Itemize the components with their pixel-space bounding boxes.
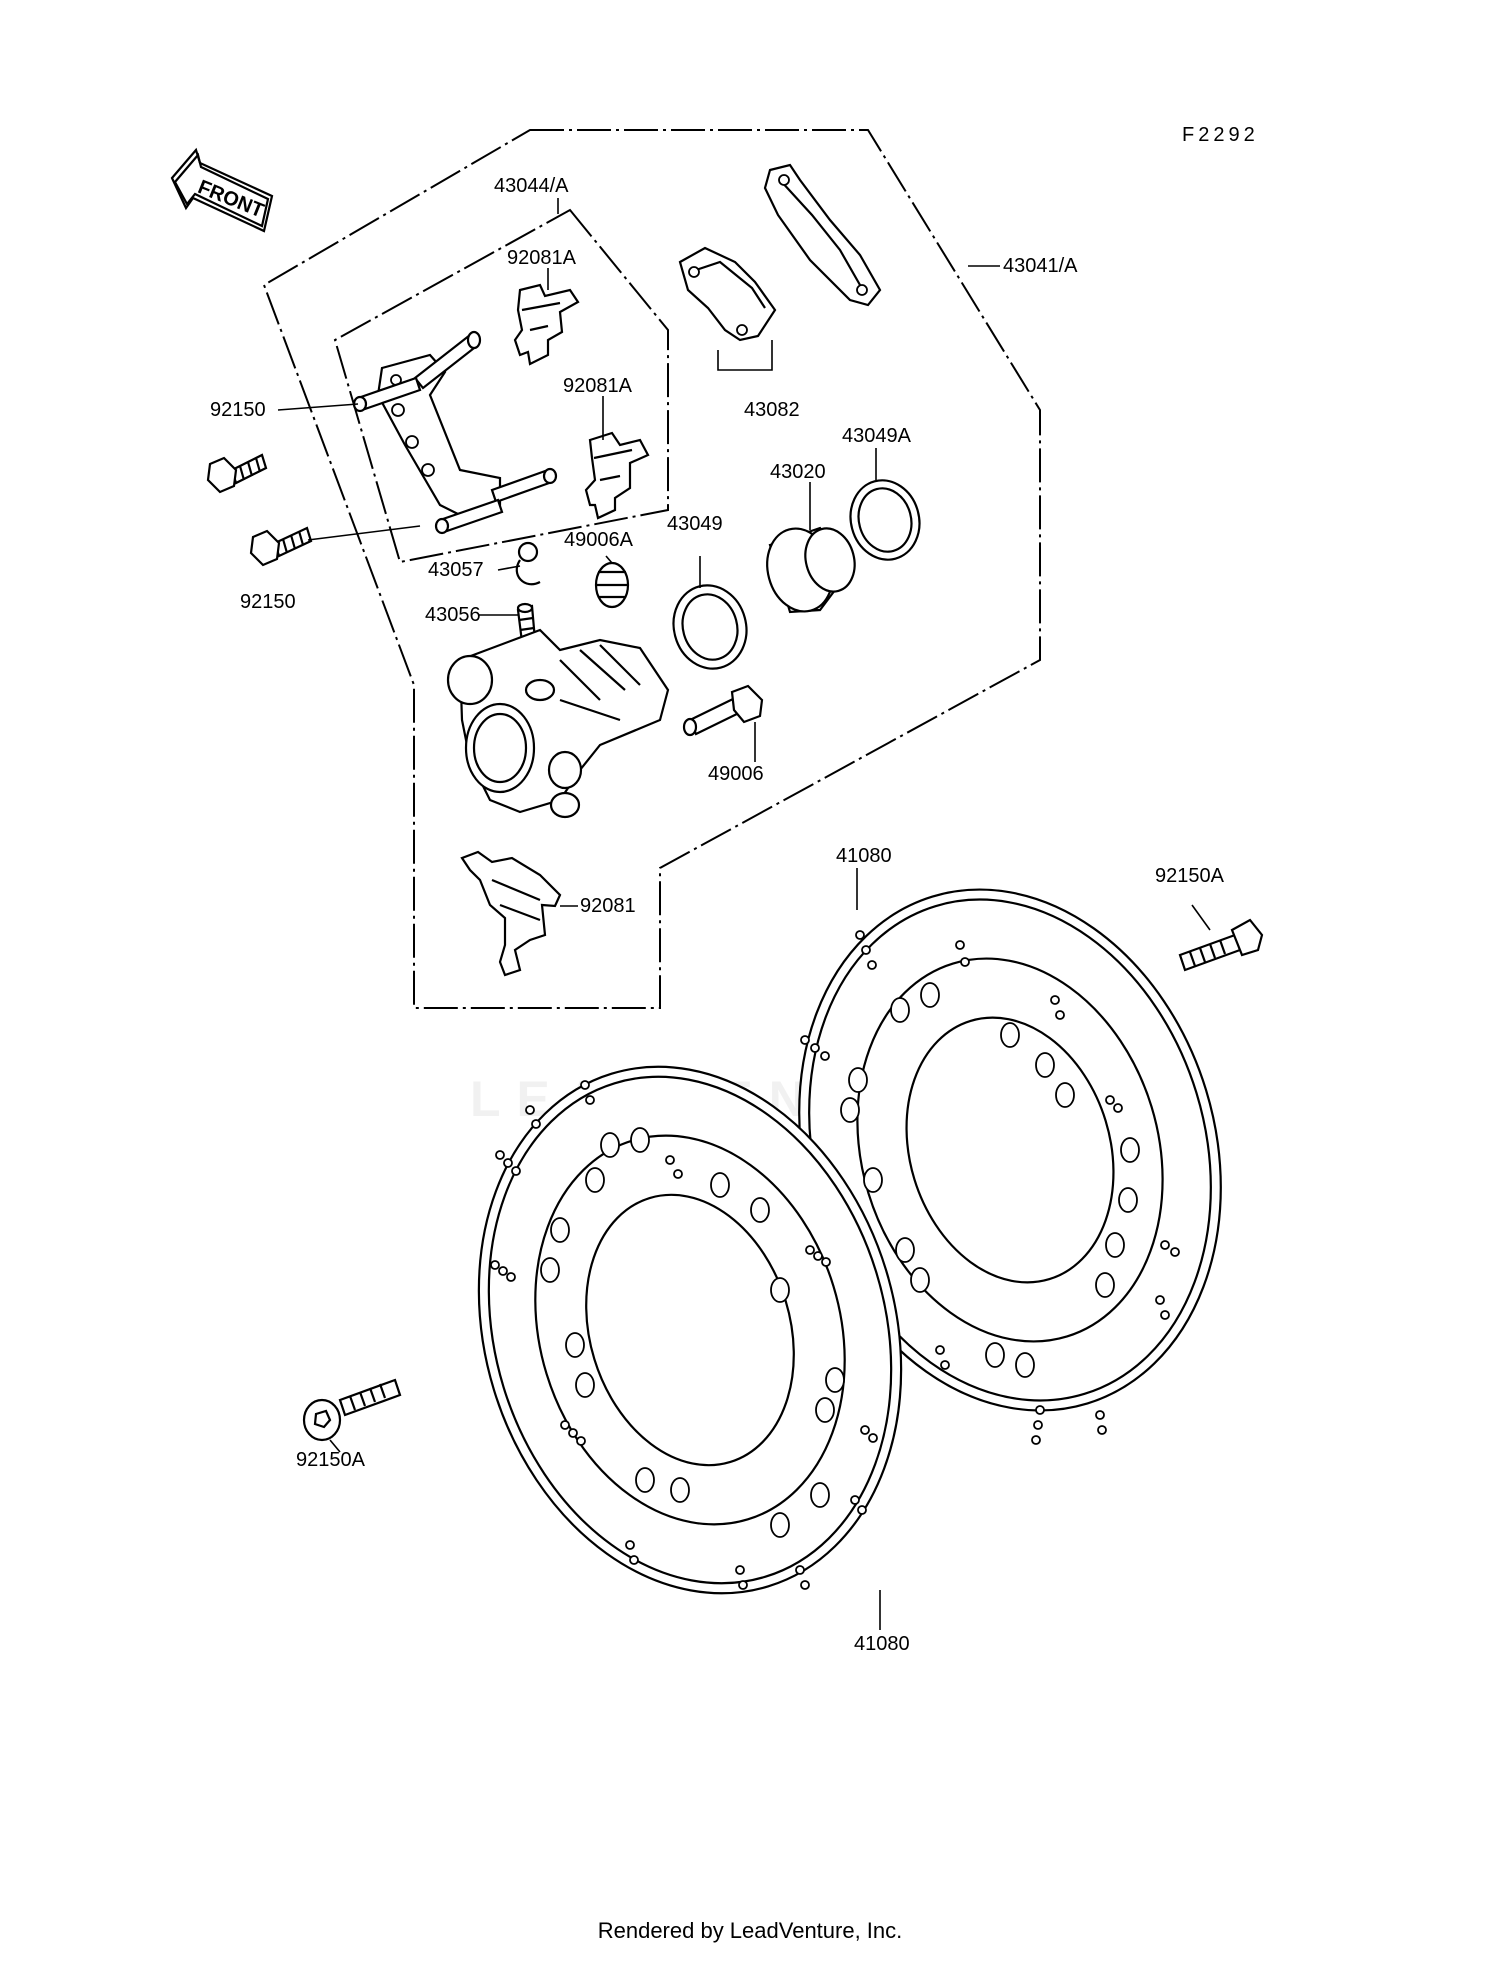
footer-credit: Rendered by LeadVenture, Inc. bbox=[597, 1918, 903, 1943]
brake-pad-right bbox=[763, 163, 882, 307]
seal-43049 bbox=[672, 584, 748, 670]
label-43044-a: 43044/A bbox=[494, 175, 569, 197]
label-92081a-upper: 92081A bbox=[507, 247, 577, 269]
boot-49006a bbox=[594, 561, 630, 609]
label-43020: 43020 bbox=[770, 461, 826, 483]
label-43049a: 43049A bbox=[842, 425, 912, 447]
pin-bolt-49006 bbox=[682, 684, 764, 737]
spring-92081-lower bbox=[460, 850, 562, 977]
label-43082: 43082 bbox=[744, 399, 800, 421]
label-92150-lower: 92150 bbox=[240, 591, 296, 613]
bolt-92150-upper bbox=[206, 453, 268, 494]
label-43056: 43056 bbox=[425, 604, 481, 626]
figure-code: F2292 bbox=[1182, 124, 1259, 146]
caliper-assembly-outline bbox=[262, 129, 1041, 1009]
label-41080-front: 41080 bbox=[854, 1633, 910, 1655]
label-92150a-right: 92150A bbox=[1155, 865, 1225, 887]
front-arrow: FRONT bbox=[170, 147, 274, 233]
front-disc-holes bbox=[490, 1080, 878, 1590]
brake-disc-rear bbox=[795, 888, 1222, 1445]
bolt-92150a-left bbox=[302, 1378, 402, 1442]
label-49006a: 49006A bbox=[564, 529, 634, 551]
piston-43020 bbox=[766, 526, 856, 614]
label-43041-a: 43041/A bbox=[1003, 255, 1078, 277]
caliper-holder-outline bbox=[333, 208, 669, 564]
rear-disc-holes bbox=[795, 930, 1180, 1445]
caliper-body bbox=[446, 628, 670, 819]
brake-pad-left bbox=[678, 246, 777, 342]
label-92081a-lower: 92081A bbox=[563, 375, 633, 397]
callout-labels: 43044/A 43041/A 92081A 92081A 43082 4304… bbox=[210, 175, 1225, 1655]
label-92150-upper: 92150 bbox=[210, 399, 266, 421]
spring-92081a-lower bbox=[584, 431, 650, 520]
caliper-bracket bbox=[352, 330, 558, 535]
label-43057: 43057 bbox=[428, 559, 484, 581]
label-49006: 49006 bbox=[708, 763, 764, 785]
bolt-92150-lower bbox=[249, 526, 313, 567]
bleed-cap-43057 bbox=[515, 541, 541, 586]
leader-lines bbox=[277, 198, 1211, 1630]
label-92081: 92081 bbox=[580, 895, 636, 917]
label-92150a-left: 92150A bbox=[296, 1449, 366, 1471]
spring-92081a-upper bbox=[513, 283, 580, 366]
brake-disc-front bbox=[477, 1065, 903, 1595]
label-43049: 43049 bbox=[667, 513, 723, 535]
bolt-92150a-right bbox=[1178, 918, 1264, 972]
label-41080-rear: 41080 bbox=[836, 845, 892, 867]
seal-43049a bbox=[849, 479, 921, 561]
